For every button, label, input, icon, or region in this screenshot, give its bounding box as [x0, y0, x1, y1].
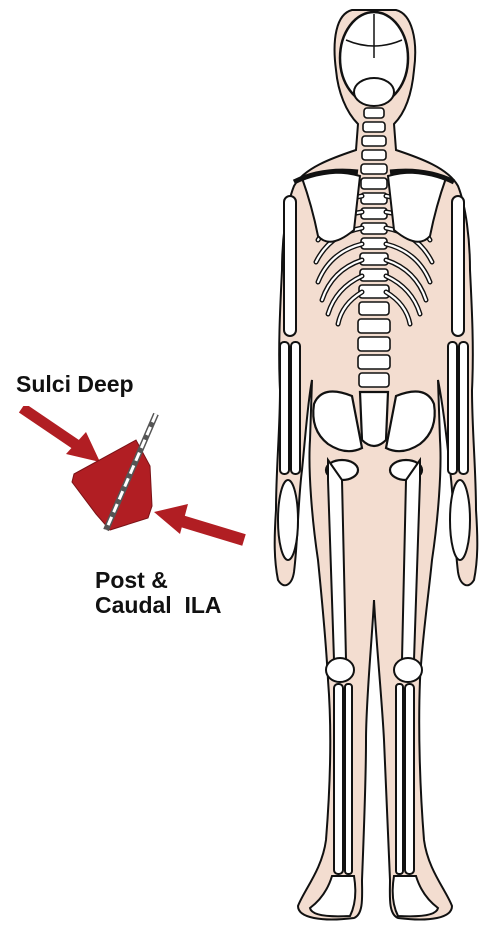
arrow-left-icon [154, 504, 244, 540]
post-caudal-ila-label: Post & Caudal ILA [95, 568, 222, 618]
feet [310, 876, 438, 916]
arrow-down-right-icon [22, 408, 100, 462]
posterior-skeleton-figure [262, 0, 486, 927]
sulci-deep-label: Sulci Deep [16, 372, 134, 397]
post-line: Post & [95, 568, 222, 593]
spine [358, 108, 390, 387]
caudal-ila-line: Caudal ILA [95, 593, 222, 618]
skull [340, 12, 408, 106]
sacrum-diagram [14, 406, 254, 556]
